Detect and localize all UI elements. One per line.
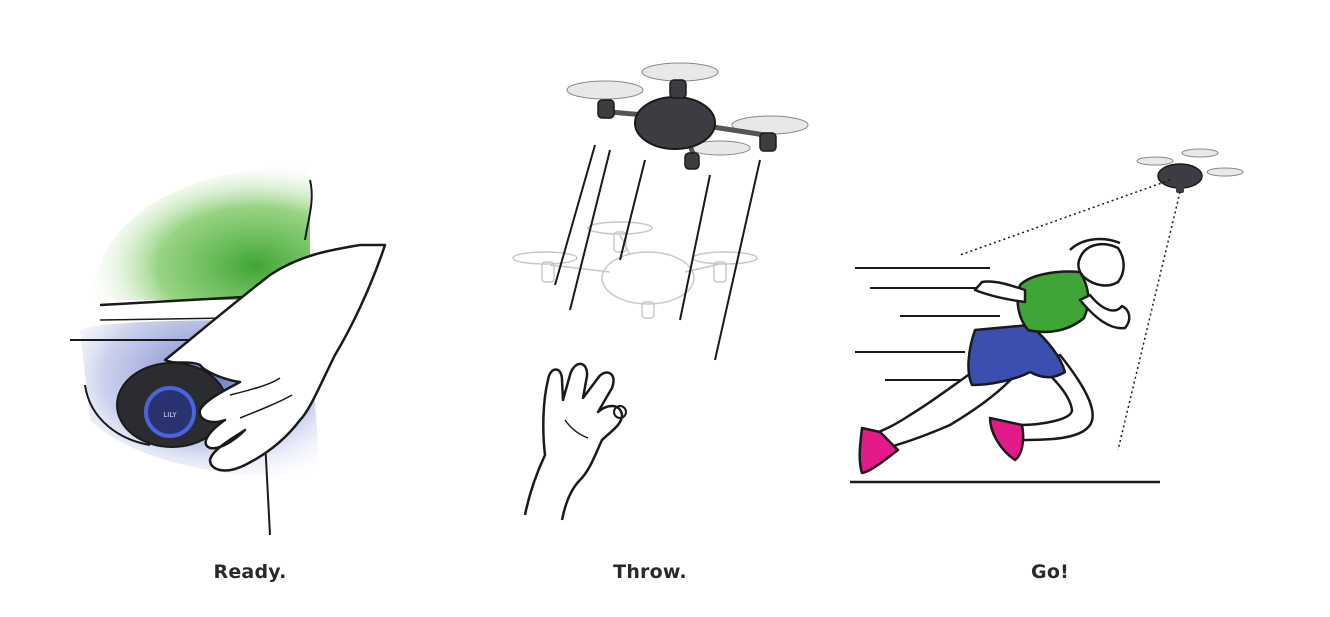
drone-ghost [512, 221, 758, 319]
step-caption-go: Go! [1031, 561, 1069, 583]
runner [858, 237, 1131, 475]
step-go-panel: Go! [840, 0, 1260, 617]
go-illustration [850, 148, 1244, 484]
drone-flying [566, 62, 809, 170]
throw-illustration [512, 62, 809, 521]
speed-lines [855, 267, 1000, 381]
step-caption-throw: Throw. [613, 561, 687, 583]
step-ready-panel: LILY Ready. [60, 0, 440, 617]
hand [163, 243, 387, 472]
ready-illustration: LILY [70, 165, 387, 536]
drone-small [1136, 148, 1244, 193]
green-shirt [90, 165, 310, 300]
throwing-hand [523, 362, 624, 521]
device-label: LILY [163, 411, 177, 419]
step-throw-panel: Throw. [470, 0, 830, 617]
step-caption-ready: Ready. [213, 561, 287, 583]
motion-lines [554, 144, 761, 361]
tracking-lines [959, 179, 1181, 451]
